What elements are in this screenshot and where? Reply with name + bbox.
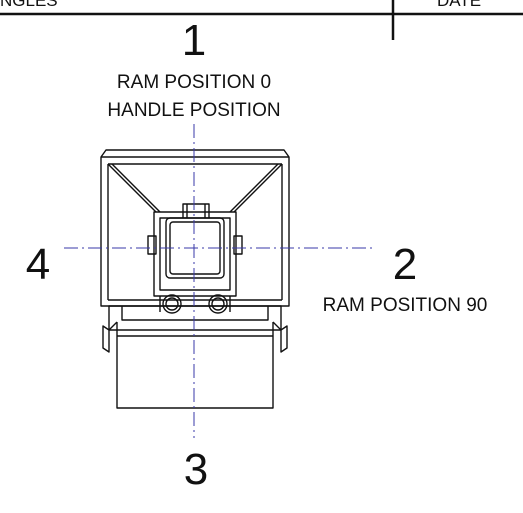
title-block: [0, 0, 523, 40]
left-side-tab: [147, 235, 157, 255]
position-number-1: 1: [182, 16, 206, 65]
handle-position-label: HANDLE POSITION: [107, 100, 280, 121]
base-plate: [108, 305, 282, 331]
position-number-2: 2: [393, 240, 417, 289]
ram-position-0-label: RAM POSITION 0: [117, 72, 271, 93]
top-tab: [182, 203, 210, 218]
base-plate-slot: [121, 306, 269, 321]
tool-body: [100, 149, 290, 409]
funnel-taper-left: [107, 163, 157, 213]
left-pin: [162, 294, 182, 314]
position-number-3: 3: [184, 445, 208, 494]
funnel-taper-right: [233, 163, 283, 213]
ram-position-90-label: RAM POSITION 90: [323, 295, 488, 316]
lower-housing: [116, 322, 274, 409]
title-block-left-text: NGLES: [0, 0, 58, 10]
left-side-lug: [102, 325, 110, 353]
funnel-housing: [100, 149, 290, 307]
right-side-tab: [233, 235, 243, 255]
right-side-lug: [280, 325, 288, 353]
position-number-4: 4: [26, 240, 50, 289]
centerlines: [64, 124, 374, 438]
title-block-date-label: DATE: [437, 0, 481, 10]
right-pin: [208, 294, 228, 314]
